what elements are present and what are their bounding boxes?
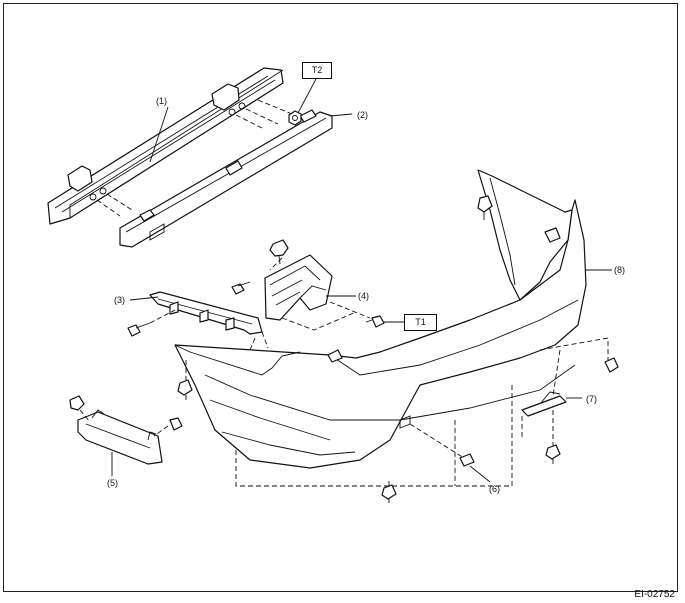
clips-upper: [231, 239, 289, 295]
lower-side-bracket: [69, 395, 183, 476]
figure-id: EI-02752: [634, 589, 675, 600]
torque-ref-t2: T2: [302, 62, 332, 79]
bumper-pad: [409, 423, 491, 483]
callout-1: (1): [156, 96, 167, 106]
rear-bumper-beam: [47, 67, 284, 225]
callout-4: (4): [358, 291, 369, 301]
t1-screw: [281, 301, 404, 331]
bumper-absorber: [119, 109, 333, 248]
torque-ref-t1: T1: [404, 314, 437, 331]
callout-8: (8): [614, 265, 625, 275]
clip-bottom: [235, 385, 513, 503]
callout-3: (3): [114, 295, 125, 305]
assembly-lines-beam: [96, 99, 293, 217]
clip-left: [177, 360, 193, 400]
callout-2: (2): [357, 110, 368, 120]
leader-lines: [149, 106, 353, 163]
rear-bumper-face: [174, 169, 612, 469]
left-side-bracket: [127, 291, 269, 351]
callout-5: (5): [107, 478, 118, 488]
clip-top-right: [477, 195, 493, 220]
t2-nut: [288, 78, 317, 126]
callout-6: (6): [489, 484, 500, 494]
side-bracket: [264, 254, 356, 321]
diagram-frame: [3, 3, 678, 592]
callout-7: (7): [586, 394, 597, 404]
right-bracket: [521, 337, 619, 464]
